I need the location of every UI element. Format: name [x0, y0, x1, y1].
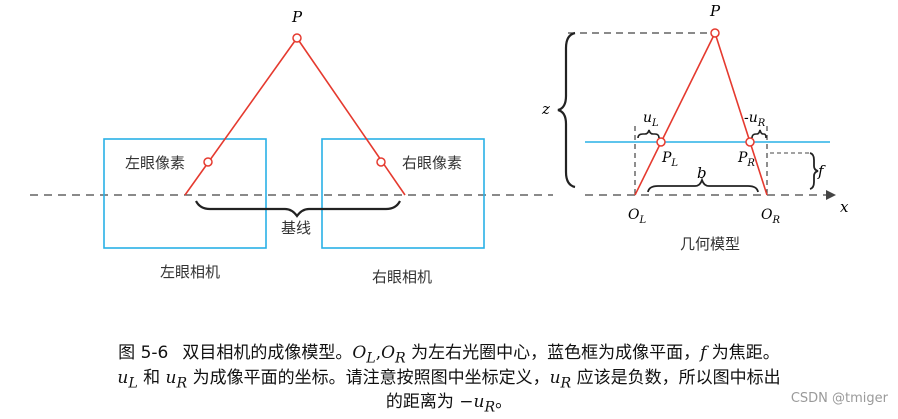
watermark: CSDN @tmiger — [790, 391, 888, 406]
caption-math: O — [352, 343, 367, 363]
label-left-pixel: 左眼像素 — [125, 154, 185, 172]
caption-text: 和 — [137, 368, 166, 388]
label-x: x — [840, 198, 849, 216]
baseline-brace — [195, 200, 401, 218]
caption-line-2: uL 和 uR 为成像平面的坐标。请注意按照图中坐标定义，uR 应该是负数，所以… — [0, 366, 898, 395]
label-b: b — [697, 164, 707, 182]
label-baseline: 基线 — [281, 219, 311, 237]
left-pixel-point — [203, 157, 213, 167]
ray-to-OL — [634, 32, 716, 196]
left-ray — [184, 37, 298, 196]
right-ray — [296, 37, 406, 196]
z-brace — [557, 31, 576, 189]
label-left-camera: 左眼相机 — [160, 263, 220, 281]
caption-math: f — [700, 343, 707, 363]
caption-math: −u — [459, 392, 485, 412]
label-OR: OR — [761, 207, 780, 226]
label-right-camera: 右眼相机 — [372, 268, 432, 286]
x-axis-arrowhead — [826, 190, 836, 200]
left-image-plane — [103, 138, 267, 249]
label-OL: OL — [628, 207, 646, 226]
caption-text: 为焦距。 — [706, 343, 780, 363]
label-P-right: P — [709, 2, 721, 20]
caption-text: 应该是负数，所以图中标出 — [571, 368, 781, 388]
label-uL: uL — [643, 110, 659, 129]
caption-text: 为左右光圈中心，蓝色框为成像平面， — [405, 343, 701, 363]
caption-math-sub: L — [128, 375, 138, 392]
caption-math-sub: R — [484, 399, 496, 416]
caption-math-sub: L — [366, 350, 376, 367]
point-P-left — [292, 33, 302, 43]
right-pixel-point — [376, 157, 386, 167]
caption-math: u — [165, 368, 177, 388]
label-z: z — [541, 100, 550, 118]
ray-to-OR — [714, 32, 768, 196]
caption-math: O — [381, 343, 396, 363]
label-geometric-model: 几何模型 — [680, 235, 740, 253]
uL-brace — [637, 129, 660, 139]
label-f: f — [817, 162, 826, 180]
label-PR: PR — [737, 150, 755, 169]
caption-line-3: 的距离为 −uR。 — [0, 390, 898, 419]
caption-math-sub: R — [395, 350, 406, 367]
f-brace — [809, 152, 819, 190]
caption-text: 为成像平面的坐标。请注意按照图中坐标定义， — [187, 368, 550, 388]
caption-text: 双目相机的成像模型。 — [182, 343, 353, 363]
label-P-left: P — [291, 8, 303, 26]
caption-text: 。 — [495, 392, 513, 412]
label-PL: PL — [661, 150, 678, 169]
right-image-plane — [321, 138, 485, 249]
caption-math-sub: R — [560, 375, 572, 392]
caption-text: , — [375, 343, 382, 363]
uR-brace — [751, 129, 767, 139]
caption-figure-label: 图 5-6 — [118, 343, 169, 363]
point-PL — [656, 137, 666, 147]
point-P-right — [710, 28, 720, 38]
caption-math-sub: R — [176, 375, 188, 392]
label-right-pixel: 右眼像素 — [402, 154, 462, 172]
label-uR: -uR — [744, 110, 766, 129]
caption-text: 的距离为 — [385, 392, 460, 412]
point-PR — [745, 137, 755, 147]
b-brace — [647, 177, 759, 193]
caption-math: u — [117, 368, 129, 388]
caption-math: u — [549, 368, 561, 388]
